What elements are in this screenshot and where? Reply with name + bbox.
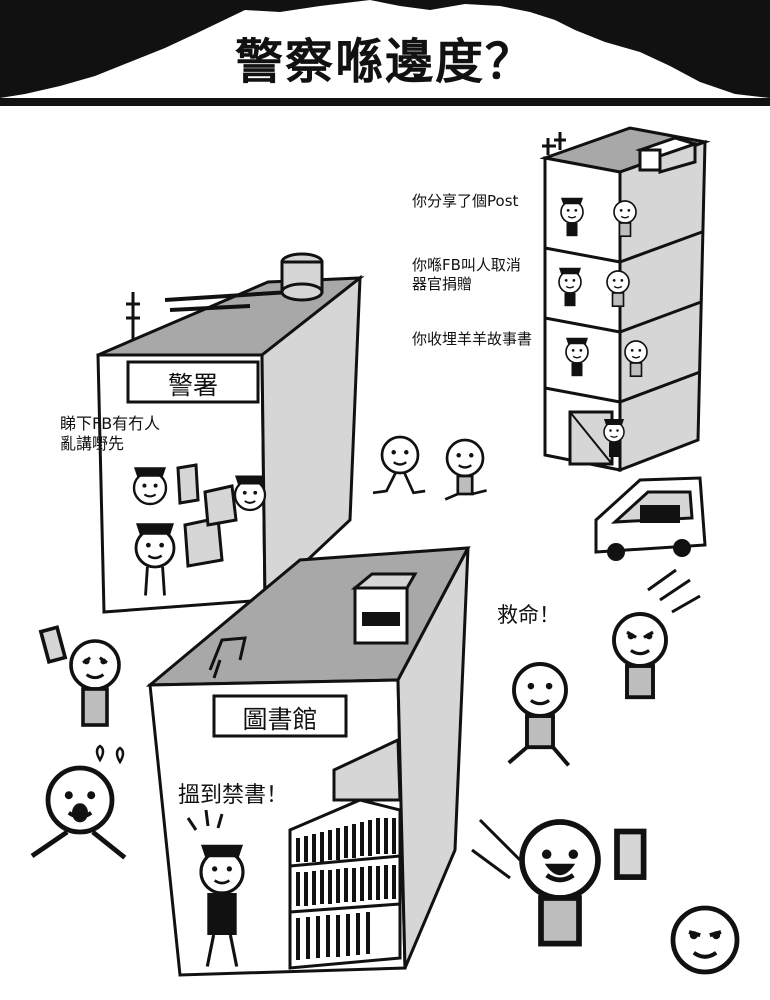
library-building bbox=[145, 546, 471, 977]
officer-floor-3 bbox=[565, 337, 589, 377]
scared-person-left bbox=[30, 768, 127, 860]
runner-center-2 bbox=[444, 438, 487, 501]
citizen-floor-1 bbox=[613, 200, 637, 238]
citizen-floor-3 bbox=[624, 340, 648, 378]
officer-floor-2 bbox=[558, 267, 582, 307]
surprise-marks-icon bbox=[186, 809, 224, 831]
station-computer bbox=[176, 463, 238, 568]
page-title: 警察喺邊度？ bbox=[234, 34, 535, 90]
crying-person-corner bbox=[673, 908, 737, 972]
officer-chasing-right bbox=[612, 612, 668, 700]
runner-center-1 bbox=[372, 435, 426, 495]
officer-station-3 bbox=[134, 523, 176, 596]
police-van bbox=[594, 476, 707, 561]
caption-floor-share: 你分享了個Post bbox=[412, 192, 519, 210]
library-sign: 圖書館 bbox=[242, 705, 318, 734]
officer-chasing-left bbox=[38, 625, 121, 727]
officer-doorway bbox=[603, 419, 625, 457]
caption-floor-sheep: 你收埋羊羊故事書 bbox=[412, 330, 533, 348]
title-banner bbox=[0, 0, 770, 106]
police-station-sign: 警署 bbox=[167, 371, 218, 400]
caption-floor-organ: 你喺FB叫人取消 器官捐贈 bbox=[412, 256, 521, 293]
officer-floor-1 bbox=[560, 197, 584, 237]
scared-person-right bbox=[507, 662, 571, 767]
caption-police-fb: 睇下FB有冇人 亂講嘢先 bbox=[60, 414, 161, 453]
caption-help: 救命！ bbox=[497, 603, 560, 627]
officer-station-1 bbox=[132, 467, 168, 506]
sweat-drops-icon bbox=[95, 744, 125, 765]
motion-lines-icon bbox=[471, 568, 701, 880]
officer-station-2 bbox=[233, 475, 267, 512]
caption-library-found: 搵到禁書！ bbox=[178, 783, 289, 808]
tall-building bbox=[539, 126, 711, 473]
laughing-person-bottom bbox=[522, 822, 647, 947]
citizen-floor-2 bbox=[606, 270, 630, 308]
officer-library bbox=[199, 844, 245, 967]
